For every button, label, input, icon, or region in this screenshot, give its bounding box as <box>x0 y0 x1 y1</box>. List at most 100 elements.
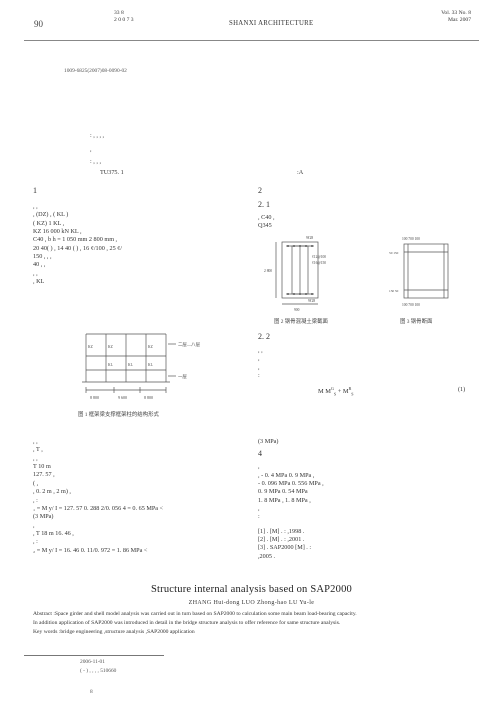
body-line: , <box>258 363 260 371</box>
figure-1-frame-diagram: KZ KZ KZ KL KL KL 二层—八层 一层 8 800 9 600 8… <box>82 333 201 400</box>
body-line: (3 MPa) <box>33 513 54 521</box>
equation-number: (1) <box>458 386 466 393</box>
dim-label: 9 600 <box>118 395 127 400</box>
label-upper-floors: 二层—八层 <box>178 342 201 348</box>
left-dimension: 50 150 <box>389 251 399 255</box>
body-line: 1. 8 MPa , 1. 8 MPa , <box>258 496 311 504</box>
body-line: , (DZ) , ( KL ) <box>33 211 69 219</box>
body-line: , 0. 2 m , 2 m) , <box>33 488 71 496</box>
english-authors: ZHANG Hui-dong LUO Zhong-hao LU Yu-le <box>188 600 315 606</box>
body-line: C40 , b h = 1 050 mm 2 800 mm , <box>33 236 118 244</box>
body-line: 0. 9 MPa 0. 54 MPa <box>258 488 308 496</box>
top-rebar-label: 9¢28 <box>306 236 313 240</box>
reference-item: [1] . [M] . : ,1998 . <box>258 527 305 535</box>
figure-2-caption: 图 2 钢骨混凝土梁截面 <box>274 319 328 325</box>
body-line: , , <box>33 202 38 210</box>
english-abstract: Abstract :Space girder and shell model a… <box>33 611 357 635</box>
body-line: , <box>258 355 260 363</box>
section-2-2-heading: 2. 2 <box>258 332 270 341</box>
abstract-cn-line2: , <box>90 146 92 153</box>
section-1-heading: 1 <box>33 186 37 195</box>
body-line: , T , <box>33 446 43 454</box>
equation-1: M MGS + MRS <box>318 386 354 397</box>
figure-1-caption: 图 1 框架梁支撑框架柱的结构形式 <box>78 412 159 418</box>
width-label: 900 <box>294 308 300 312</box>
label-kz: KZ <box>88 345 93 349</box>
label-first-floor: 一层 <box>178 374 187 380</box>
page-number: 90 <box>34 19 43 29</box>
references: [1] . [M] . : ,1998 . [2] . [M] . : ,200… <box>258 528 478 561</box>
body-line: 150 , , , <box>33 252 52 260</box>
equation-line: ₂ = M y/ I = 16. 46 0. 11/0. 972 = 1. 86… <box>33 546 148 554</box>
body-line: , C40 , <box>258 213 275 221</box>
body-line: - 0. 096 MPa 0. 556 MPa , <box>258 479 324 487</box>
label-kl: KL <box>148 363 153 367</box>
body-line: , , <box>33 454 38 462</box>
classification-code: TU375. 1 <box>100 169 124 176</box>
label-kl: KL <box>128 363 133 367</box>
left-column-lower: , , , T , , , T <box>33 438 248 555</box>
footnote-divider <box>24 655 164 656</box>
dim-label: 8 800 <box>90 395 99 400</box>
left-column: 1 , , , (DZ) , ( KL ) ( KZ) 1 KL , KZ 16… <box>33 186 248 286</box>
body-line: 20 40( ) , 14 40 ( ) , 16 ¢/100 , 25 ¢/ <box>33 244 123 252</box>
body-line: KZ 16 000 kN KL , <box>33 227 82 235</box>
body-line: 40 , , <box>33 261 46 269</box>
body-line: : <box>258 371 260 379</box>
body-line: ( , <box>33 479 39 487</box>
body-line: (3 MPa) <box>258 438 279 445</box>
figure-3-caption: 图 3 钢骨断面 <box>400 319 433 325</box>
body-line: 127. 57 , <box>33 471 55 479</box>
body-line: , , <box>33 269 38 277</box>
body-line: Q345 <box>258 221 272 229</box>
abstract-cn-line: : , , , , <box>90 132 105 139</box>
journal-issue: 33 8 2 0 0 7 3 <box>114 10 134 23</box>
figure-2-beam-section: 9¢28 ¢12@100 ¢16@150 2 800 9¢28 900 <box>264 236 326 312</box>
footnote-author: ( - ) , , , , 510660 <box>80 668 117 674</box>
page-mark: 8 <box>90 689 93 695</box>
body-line: , - 0. 4 MPa 0. 9 MPa , <box>258 471 315 479</box>
right-column-middle: 2. 2 , , , , : <box>258 332 478 380</box>
body-line: , <box>258 504 260 512</box>
footnote-received: 2006-11-01 <box>80 659 105 665</box>
body-line: , KL <box>33 278 45 286</box>
stirrup-label: ¢12@100 <box>312 255 326 259</box>
height-label: 2 800 <box>264 269 272 273</box>
body-line: , : <box>33 496 38 504</box>
body-line: : <box>258 513 260 521</box>
section-2-heading: 2 <box>258 186 262 195</box>
body-line: , , <box>33 438 38 445</box>
reference-item: [2] . [M] . : ,2001 . <box>258 536 305 544</box>
keywords-cn: : , , , <box>90 158 102 165</box>
bottom-dimension: 100 700 100 <box>402 303 420 307</box>
label-kz: KZ <box>108 345 113 349</box>
label-kz: KZ <box>148 345 153 349</box>
dim-label: 8 800 <box>144 395 153 400</box>
stirrup-label: ¢16@150 <box>312 261 326 265</box>
label-kl: KL <box>108 363 113 367</box>
body-line: ( KZ) 1 KL , <box>33 219 65 227</box>
article-id: 1009-6825(2007)08-0090-02 <box>64 68 127 74</box>
equation-line: ₁ = M y/ I = 127. 57 0. 288 2/0. 056 4 =… <box>33 504 164 512</box>
reference-item: ,2005 . <box>258 552 276 560</box>
journal-name: SHANXI ARCHITECTURE <box>229 20 314 27</box>
body-line: , <box>258 463 260 471</box>
top-dimension: 100 700 100 <box>402 237 420 241</box>
volume-info: Vol. 33 No. 8 Mar. 2007 <box>441 10 471 23</box>
body-line: T 10 m <box>33 463 51 471</box>
left-dimension: 150 50 <box>389 289 399 293</box>
right-column: 2 2. 1 , C40 , Q345 <box>258 186 478 230</box>
section-4-heading: 4 <box>258 449 262 459</box>
body-line: , T 18 m 16. 46 , <box>33 529 74 537</box>
page-header: 90 33 8 2 0 0 7 3 SHANXI ARCHITECTURE Vo… <box>24 8 479 41</box>
body-line: , : <box>33 538 38 546</box>
reference-item: [3] . SAP2000 [M] . : <box>258 544 312 552</box>
figure-3-steel-section: 100 700 100 100 700 100 50 150 150 50 <box>389 237 449 307</box>
section-2-1-heading: 2. 1 <box>258 199 270 209</box>
bottom-rebar-label: 9¢28 <box>308 299 315 303</box>
right-column-lower: (3 MPa) 4 , , - 0. 4 MPa 0. 9 MPa , - 0.… <box>258 438 478 561</box>
body-line: , <box>33 521 35 529</box>
english-title: Structure internal analysis based on SAP… <box>151 584 352 595</box>
document-code: :A <box>297 169 304 176</box>
body-line: , , <box>258 346 263 354</box>
